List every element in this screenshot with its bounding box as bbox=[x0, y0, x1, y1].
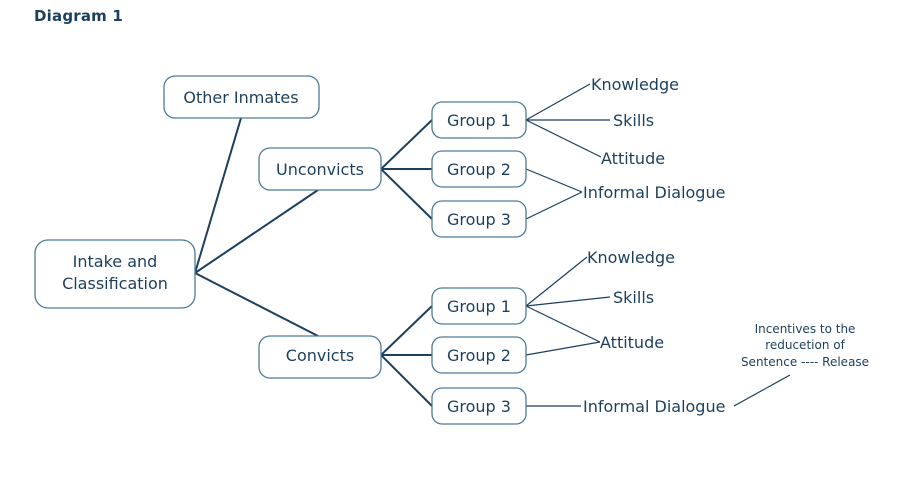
edge-unconvicts-group3 bbox=[380, 168, 433, 220]
node-convicts: Convicts bbox=[258, 335, 382, 379]
leaf-c1-attitude bbox=[525, 305, 601, 343]
unconvicts-informal-dialogue-label: Informal Dialogue bbox=[583, 183, 725, 202]
leaf-c2-attitude bbox=[525, 341, 601, 356]
edge-unconvicts-group1 bbox=[380, 119, 433, 170]
convicts-skills-label: Skills bbox=[613, 288, 654, 307]
leaf-u3-dialogue bbox=[525, 191, 583, 220]
convicts-group1-label: Group 1 bbox=[447, 297, 511, 316]
node-unconvicts-group1: Group 1 bbox=[431, 101, 527, 139]
main-connectors bbox=[194, 117, 433, 407]
convicts-attitude-label: Attitude bbox=[600, 333, 664, 352]
edge-convicts-group1 bbox=[380, 305, 433, 356]
edge-intake-convicts bbox=[194, 272, 319, 337]
leaf-dialogue-note bbox=[733, 374, 791, 407]
unconvicts-group2-label: Group 2 bbox=[447, 160, 511, 179]
incentives-note: Incentives to the reducetion of Sentence… bbox=[741, 322, 869, 369]
unconvicts-skills-label: Skills bbox=[613, 111, 654, 130]
unconvicts-group3-label: Group 3 bbox=[447, 210, 511, 229]
node-convicts-group2: Group 2 bbox=[431, 336, 527, 374]
unconvicts-group1-label: Group 1 bbox=[447, 111, 511, 130]
convicts-group2-label: Group 2 bbox=[447, 346, 511, 365]
note-line3: Sentence ---- Release bbox=[741, 355, 869, 369]
leaf-u1-attitude bbox=[525, 119, 602, 158]
convicts-informal-dialogue-label: Informal Dialogue bbox=[583, 397, 725, 416]
node-unconvicts-group2: Group 2 bbox=[431, 150, 527, 188]
diagram-title: Diagram 1 bbox=[34, 7, 124, 25]
node-unconvicts: Unconvicts bbox=[258, 147, 382, 191]
unconvicts-knowledge-label: Knowledge bbox=[591, 75, 679, 94]
node-convicts-group1: Group 1 bbox=[431, 287, 527, 325]
leaf-connectors bbox=[525, 83, 791, 407]
unconvicts-label: Unconvicts bbox=[276, 160, 364, 179]
node-unconvicts-group3: Group 3 bbox=[431, 200, 527, 238]
note-line2: reducetion of bbox=[765, 338, 845, 352]
node-intake: Intake and Classification bbox=[34, 239, 196, 309]
leaf-u1-knowledge bbox=[525, 83, 591, 121]
other-inmates-label: Other Inmates bbox=[183, 88, 298, 107]
leaf-c1-knowledge bbox=[525, 256, 588, 307]
unconvicts-attitude-label: Attitude bbox=[601, 149, 665, 168]
intake-label-line2: Classification bbox=[62, 274, 168, 293]
node-convicts-group3: Group 3 bbox=[431, 387, 527, 425]
edge-convicts-group3 bbox=[380, 354, 433, 407]
edge-intake-unconvicts bbox=[194, 189, 319, 274]
leaf-u2-dialogue bbox=[525, 168, 583, 193]
node-other-inmates: Other Inmates bbox=[163, 75, 320, 119]
convicts-knowledge-label: Knowledge bbox=[587, 248, 675, 267]
note-line1: Incentives to the bbox=[755, 322, 856, 336]
leaf-c1-skills bbox=[525, 296, 611, 307]
convicts-group3-label: Group 3 bbox=[447, 397, 511, 416]
convicts-label: Convicts bbox=[286, 346, 354, 365]
intake-label-line1: Intake and bbox=[73, 252, 158, 271]
edge-intake-other-inmates bbox=[194, 117, 242, 274]
